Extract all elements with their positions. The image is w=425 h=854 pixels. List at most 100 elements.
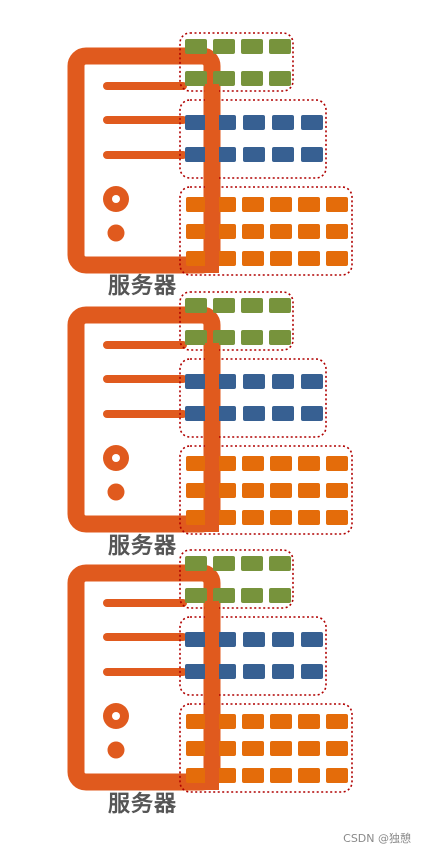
block-3-2-1-2 [214, 632, 236, 647]
block-3-1-2-4 [269, 588, 291, 603]
block-2-3-2-2 [214, 483, 236, 498]
group-border-2-1 [179, 291, 294, 351]
block-1-3-3-5 [298, 251, 320, 266]
block-3-3-1-3 [242, 714, 264, 729]
block-2-3-3-5 [298, 510, 320, 525]
block-1-1-1-2 [213, 39, 235, 54]
block-2-1-1-2 [213, 298, 235, 313]
block-3-2-2-2 [214, 664, 236, 679]
group-border-3-2 [179, 616, 327, 696]
block-2-1-2-1 [185, 330, 207, 345]
block-1-3-2-3 [242, 224, 264, 239]
block-2-3-1-3 [242, 456, 264, 471]
block-3-3-2-6 [326, 741, 348, 756]
group-border-1-2 [179, 99, 327, 179]
server-label-3: 服务器 [108, 792, 178, 817]
block-2-1-2-4 [269, 330, 291, 345]
block-2-2-1-5 [301, 374, 323, 389]
block-2-3-1-4 [270, 456, 292, 471]
block-3-3-2-5 [298, 741, 320, 756]
server-label-1: 服务器 [108, 274, 178, 299]
block-3-2-2-3 [243, 664, 265, 679]
block-2-3-3-6 [326, 510, 348, 525]
block-2-2-1-1 [185, 374, 207, 389]
block-3-2-1-3 [243, 632, 265, 647]
watermark: CSDN @独憩 [343, 832, 411, 845]
block-2-3-1-2 [214, 456, 236, 471]
block-2-3-2-3 [242, 483, 264, 498]
block-3-3-2-3 [242, 741, 264, 756]
block-2-1-2-3 [241, 330, 263, 345]
block-1-1-2-3 [241, 71, 263, 86]
block-1-1-1-1 [185, 39, 207, 54]
server-bar-3 [205, 601, 219, 790]
block-1-2-2-4 [272, 147, 294, 162]
block-1-2-2-1 [185, 147, 207, 162]
block-3-3-1-2 [214, 714, 236, 729]
block-1-3-3-3 [242, 251, 264, 266]
block-1-2-2-3 [243, 147, 265, 162]
server-power-dot-3 [112, 712, 120, 720]
block-3-3-3-5 [298, 768, 320, 783]
block-2-3-1-1 [186, 456, 208, 471]
block-3-1-1-1 [185, 556, 207, 571]
block-1-3-2-1 [186, 224, 208, 239]
block-1-1-1-3 [241, 39, 263, 54]
block-1-2-1-5 [301, 115, 323, 130]
group-border-2-2 [179, 358, 327, 438]
server-bar-2 [205, 343, 219, 532]
block-1-3-1-2 [214, 197, 236, 212]
block-3-3-3-6 [326, 768, 348, 783]
block-2-3-3-4 [270, 510, 292, 525]
block-1-3-3-1 [186, 251, 208, 266]
block-2-3-3-2 [214, 510, 236, 525]
block-2-2-2-3 [243, 406, 265, 421]
block-3-3-2-1 [186, 741, 208, 756]
block-2-1-1-4 [269, 298, 291, 313]
block-3-3-1-4 [270, 714, 292, 729]
block-2-2-1-4 [272, 374, 294, 389]
block-3-1-2-2 [213, 588, 235, 603]
block-3-1-1-3 [241, 556, 263, 571]
block-3-3-3-2 [214, 768, 236, 783]
block-3-2-2-5 [301, 664, 323, 679]
block-2-2-2-1 [185, 406, 207, 421]
block-3-2-2-1 [185, 664, 207, 679]
block-1-3-2-6 [326, 224, 348, 239]
block-3-3-3-1 [186, 768, 208, 783]
block-3-2-1-1 [185, 632, 207, 647]
block-2-3-1-6 [326, 456, 348, 471]
group-border-3-1 [179, 549, 294, 609]
block-1-1-1-4 [269, 39, 291, 54]
block-1-3-3-6 [326, 251, 348, 266]
block-1-2-2-2 [214, 147, 236, 162]
block-3-3-1-5 [298, 714, 320, 729]
server-label-2: 服务器 [108, 534, 178, 559]
block-2-2-2-2 [214, 406, 236, 421]
block-2-3-2-5 [298, 483, 320, 498]
server-bar-1 [205, 84, 219, 273]
block-1-3-1-4 [270, 197, 292, 212]
block-2-3-2-1 [186, 483, 208, 498]
server-led-2 [107, 483, 125, 501]
block-1-3-1-3 [242, 197, 264, 212]
block-3-3-3-4 [270, 768, 292, 783]
block-2-3-3-1 [186, 510, 208, 525]
block-1-3-1-6 [326, 197, 348, 212]
block-3-3-3-3 [242, 768, 264, 783]
block-2-2-2-4 [272, 406, 294, 421]
block-1-2-1-1 [185, 115, 207, 130]
block-2-1-1-3 [241, 298, 263, 313]
block-1-3-2-5 [298, 224, 320, 239]
block-1-2-1-3 [243, 115, 265, 130]
block-3-1-1-4 [269, 556, 291, 571]
block-2-3-2-6 [326, 483, 348, 498]
block-1-3-1-5 [298, 197, 320, 212]
block-1-3-3-4 [270, 251, 292, 266]
block-2-2-1-2 [214, 374, 236, 389]
block-1-2-1-2 [214, 115, 236, 130]
server-led-3 [107, 741, 125, 759]
block-2-1-2-2 [213, 330, 235, 345]
block-3-3-2-2 [214, 741, 236, 756]
